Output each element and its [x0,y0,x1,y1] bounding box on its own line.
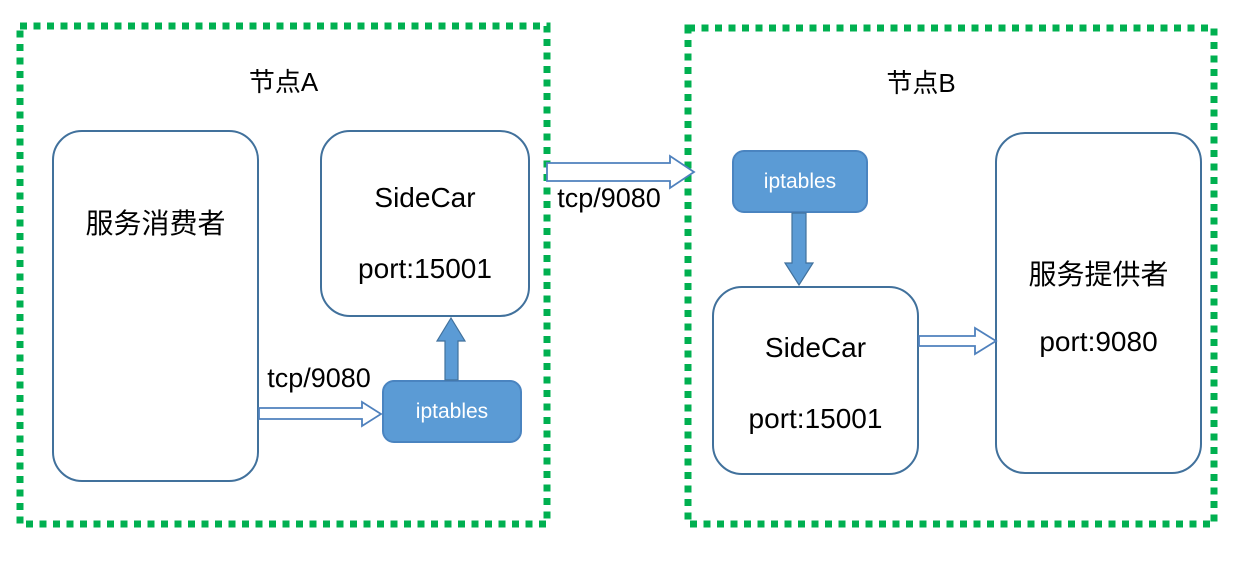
iptables-a-box: iptables [382,380,522,443]
arrow-iptables-to-sidecar-a [435,316,467,381]
arrow-iptables-to-sidecar-b [783,212,815,287]
arrow-consumer-to-iptables [258,400,383,428]
iptables-b-label: iptables [763,169,837,193]
service-consumer-box: 服务消费者 [52,130,259,482]
service-consumer-label: 服务消费者 [85,208,226,239]
node-a-title: 节点A [248,67,319,97]
sidecar-b-port: port:15001 [748,403,883,434]
service-provider-label: 服务提供者 [1028,259,1169,290]
arrow-sidecar-to-provider [918,326,998,356]
sidecar-b-name: SideCar [764,332,867,363]
service-provider-box: 服务提供者 port:9080 [995,132,1202,474]
sidecar-a-name: SideCar [374,182,476,213]
sidecar-a-port: port:15001 [358,253,492,284]
service-provider-port: port:9080 [1039,326,1158,357]
traffic-label-inter-node: tcp/9080 [557,183,661,213]
sidecar-b-box: SideCar port:15001 [712,286,919,475]
traffic-label-node-a: tcp/9080 [267,363,371,393]
node-b-title: 节点B [886,68,956,98]
sidecar-a-box: SideCar port:15001 [320,130,530,317]
iptables-b-box: iptables [732,150,868,213]
iptables-a-label: iptables [415,399,489,423]
